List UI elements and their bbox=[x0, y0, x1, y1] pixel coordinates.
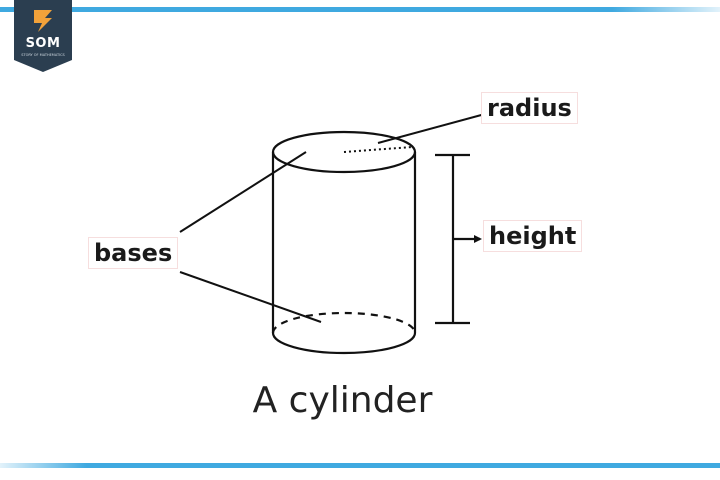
bases-pointer-line-bottom bbox=[179, 271, 322, 323]
cylinder-bottom-back-arc bbox=[271, 311, 417, 334]
logo-tagline: STORY OF MATHEMATICS bbox=[21, 53, 65, 57]
height-label: height bbox=[483, 220, 583, 252]
height-bracket bbox=[435, 153, 482, 325]
logo: SOM STORY OF MATHEMATICS bbox=[14, 0, 72, 72]
diagram-caption: A cylinder bbox=[252, 380, 433, 421]
top-accent-bar bbox=[0, 7, 720, 12]
radius-dotted-line bbox=[343, 146, 413, 153]
cylinder bbox=[271, 130, 417, 355]
cylinder-bottom-front-arc bbox=[271, 332, 417, 355]
logo-badge bbox=[14, 0, 72, 72]
radius-pointer-line bbox=[377, 113, 486, 144]
bottom-accent-bar bbox=[0, 463, 720, 468]
bases-label: bases bbox=[88, 237, 179, 269]
logo-text: SOM bbox=[25, 36, 61, 51]
logo-mark-icon bbox=[34, 10, 52, 32]
radius-label: radius bbox=[481, 92, 578, 124]
bases-pointer-line-top bbox=[179, 151, 307, 233]
